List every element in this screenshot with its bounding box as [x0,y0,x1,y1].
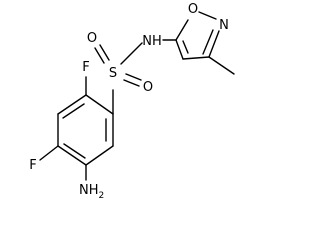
atom-n-ring: N [219,18,229,33]
bond-s-o2-b [125,73,142,81]
atom-nh: NH [142,34,162,49]
bond-c3-c4 [57,145,87,166]
bond-s-nh [120,42,143,65]
atom-nh2-sub: 2 [99,191,105,201]
atom-f-upper: F [82,60,89,75]
bond-c4-c5ring [175,39,184,60]
bonds [39,11,235,181]
bond-c6-c1 [85,94,114,115]
bond-c1-c2-inner [62,103,85,119]
atom-o-ring: O [188,2,198,17]
atom-nh2: NH2 [79,183,104,201]
bond-c3-c4 [182,56,210,60]
atom-labels: F F S O O NH O N NH2 [29,2,229,201]
bond-oring-nring [198,11,217,20]
bond-s-o2-a [123,79,140,87]
atom-o-sulfonyl-1: O [87,31,97,46]
atom-s: S [109,66,117,81]
bond-s-o1-a [94,47,105,64]
bond-c3-c4-inner [63,143,86,159]
atom-o-sulfonyl-2: O [143,80,153,95]
bond-nring-c3-inner [202,29,214,55]
atom-f-lower: F [29,158,36,173]
bond-c3-methyl [208,56,235,75]
bond-s-o1-b [99,44,110,61]
atom-nh2-main: NH [79,183,99,198]
bond-c4-c5ring-inner [182,40,189,54]
bond-c3-f [39,145,59,161]
bond-nring-c3 [208,30,220,58]
bond-c1-c2 [57,94,87,115]
molecule-structure: F F S O O NH O N NH2 [29,2,235,201]
bond-c4-c5 [85,145,114,166]
bond-c5-oring [175,19,189,41]
